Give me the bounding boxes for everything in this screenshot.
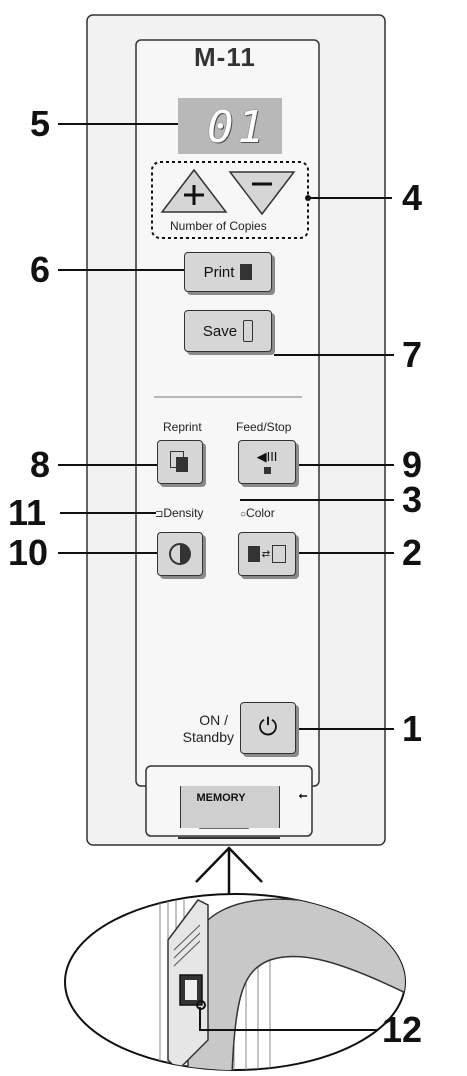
callout-10: 10: [8, 532, 49, 573]
color-page-icon: [247, 546, 260, 562]
color-text: Color: [246, 506, 275, 520]
print-label: Print: [203, 263, 235, 281]
callout-7: 7: [402, 334, 423, 375]
usb-icon: ⭠: [298, 790, 308, 802]
contrast-icon: [169, 543, 191, 565]
reprint-label: Reprint: [163, 420, 202, 434]
display-value: 01: [207, 102, 268, 153]
memory-label: MEMORY: [196, 792, 246, 804]
callout-12: 12: [382, 1009, 423, 1050]
color-label: ○Color: [240, 506, 275, 520]
save-button[interactable]: Save: [184, 310, 272, 352]
usb-stick-icon: [243, 320, 254, 342]
feed-icon: ◀III: [256, 449, 278, 464]
print-button[interactable]: Print: [184, 252, 272, 292]
color-indicator-icon: ○: [240, 509, 247, 520]
callout-5: 5: [30, 103, 51, 144]
model-name: M-11: [194, 42, 256, 72]
copy-pages-icon: [170, 451, 190, 473]
callout-3: 3: [402, 479, 423, 520]
minus-button[interactable]: [228, 171, 296, 216]
number-of-copies-label: Number of Copies: [170, 219, 267, 233]
density-text: Density: [163, 506, 204, 520]
feed-stop-button[interactable]: ◀III: [238, 440, 296, 484]
callout-1: 1: [402, 708, 423, 749]
callout-6: 6: [30, 249, 51, 290]
callout-4: 4: [402, 177, 423, 218]
callout-2: 2: [402, 532, 423, 573]
zoom-detail: [159, 898, 405, 1070]
on-label: ON /: [199, 712, 228, 728]
copies-display: 01: [178, 98, 282, 154]
power-button[interactable]: ⏻: [240, 702, 296, 754]
density-indicator-icon: ⊐: [155, 509, 164, 520]
save-label: Save: [202, 322, 238, 340]
feed-stop-label: Feed/Stop: [236, 420, 292, 434]
swap-icon: ⇄: [261, 548, 271, 560]
density-label: ⊐Density: [155, 506, 203, 520]
power-icon: ⏻: [258, 714, 278, 741]
standby-label: Standby: [182, 729, 234, 745]
callout-11: 11: [8, 492, 47, 533]
stop-icon: [263, 467, 271, 474]
reprint-button[interactable]: [157, 440, 203, 484]
callout-8: 8: [30, 444, 51, 485]
color-button[interactable]: ⇄: [238, 532, 296, 576]
callout-9: 9: [402, 444, 423, 485]
page-icon: [240, 264, 253, 280]
memory-slot-cover[interactable]: MEMORY ⭠: [180, 786, 307, 828]
mono-page-icon: [272, 545, 287, 563]
density-button[interactable]: [157, 532, 203, 576]
